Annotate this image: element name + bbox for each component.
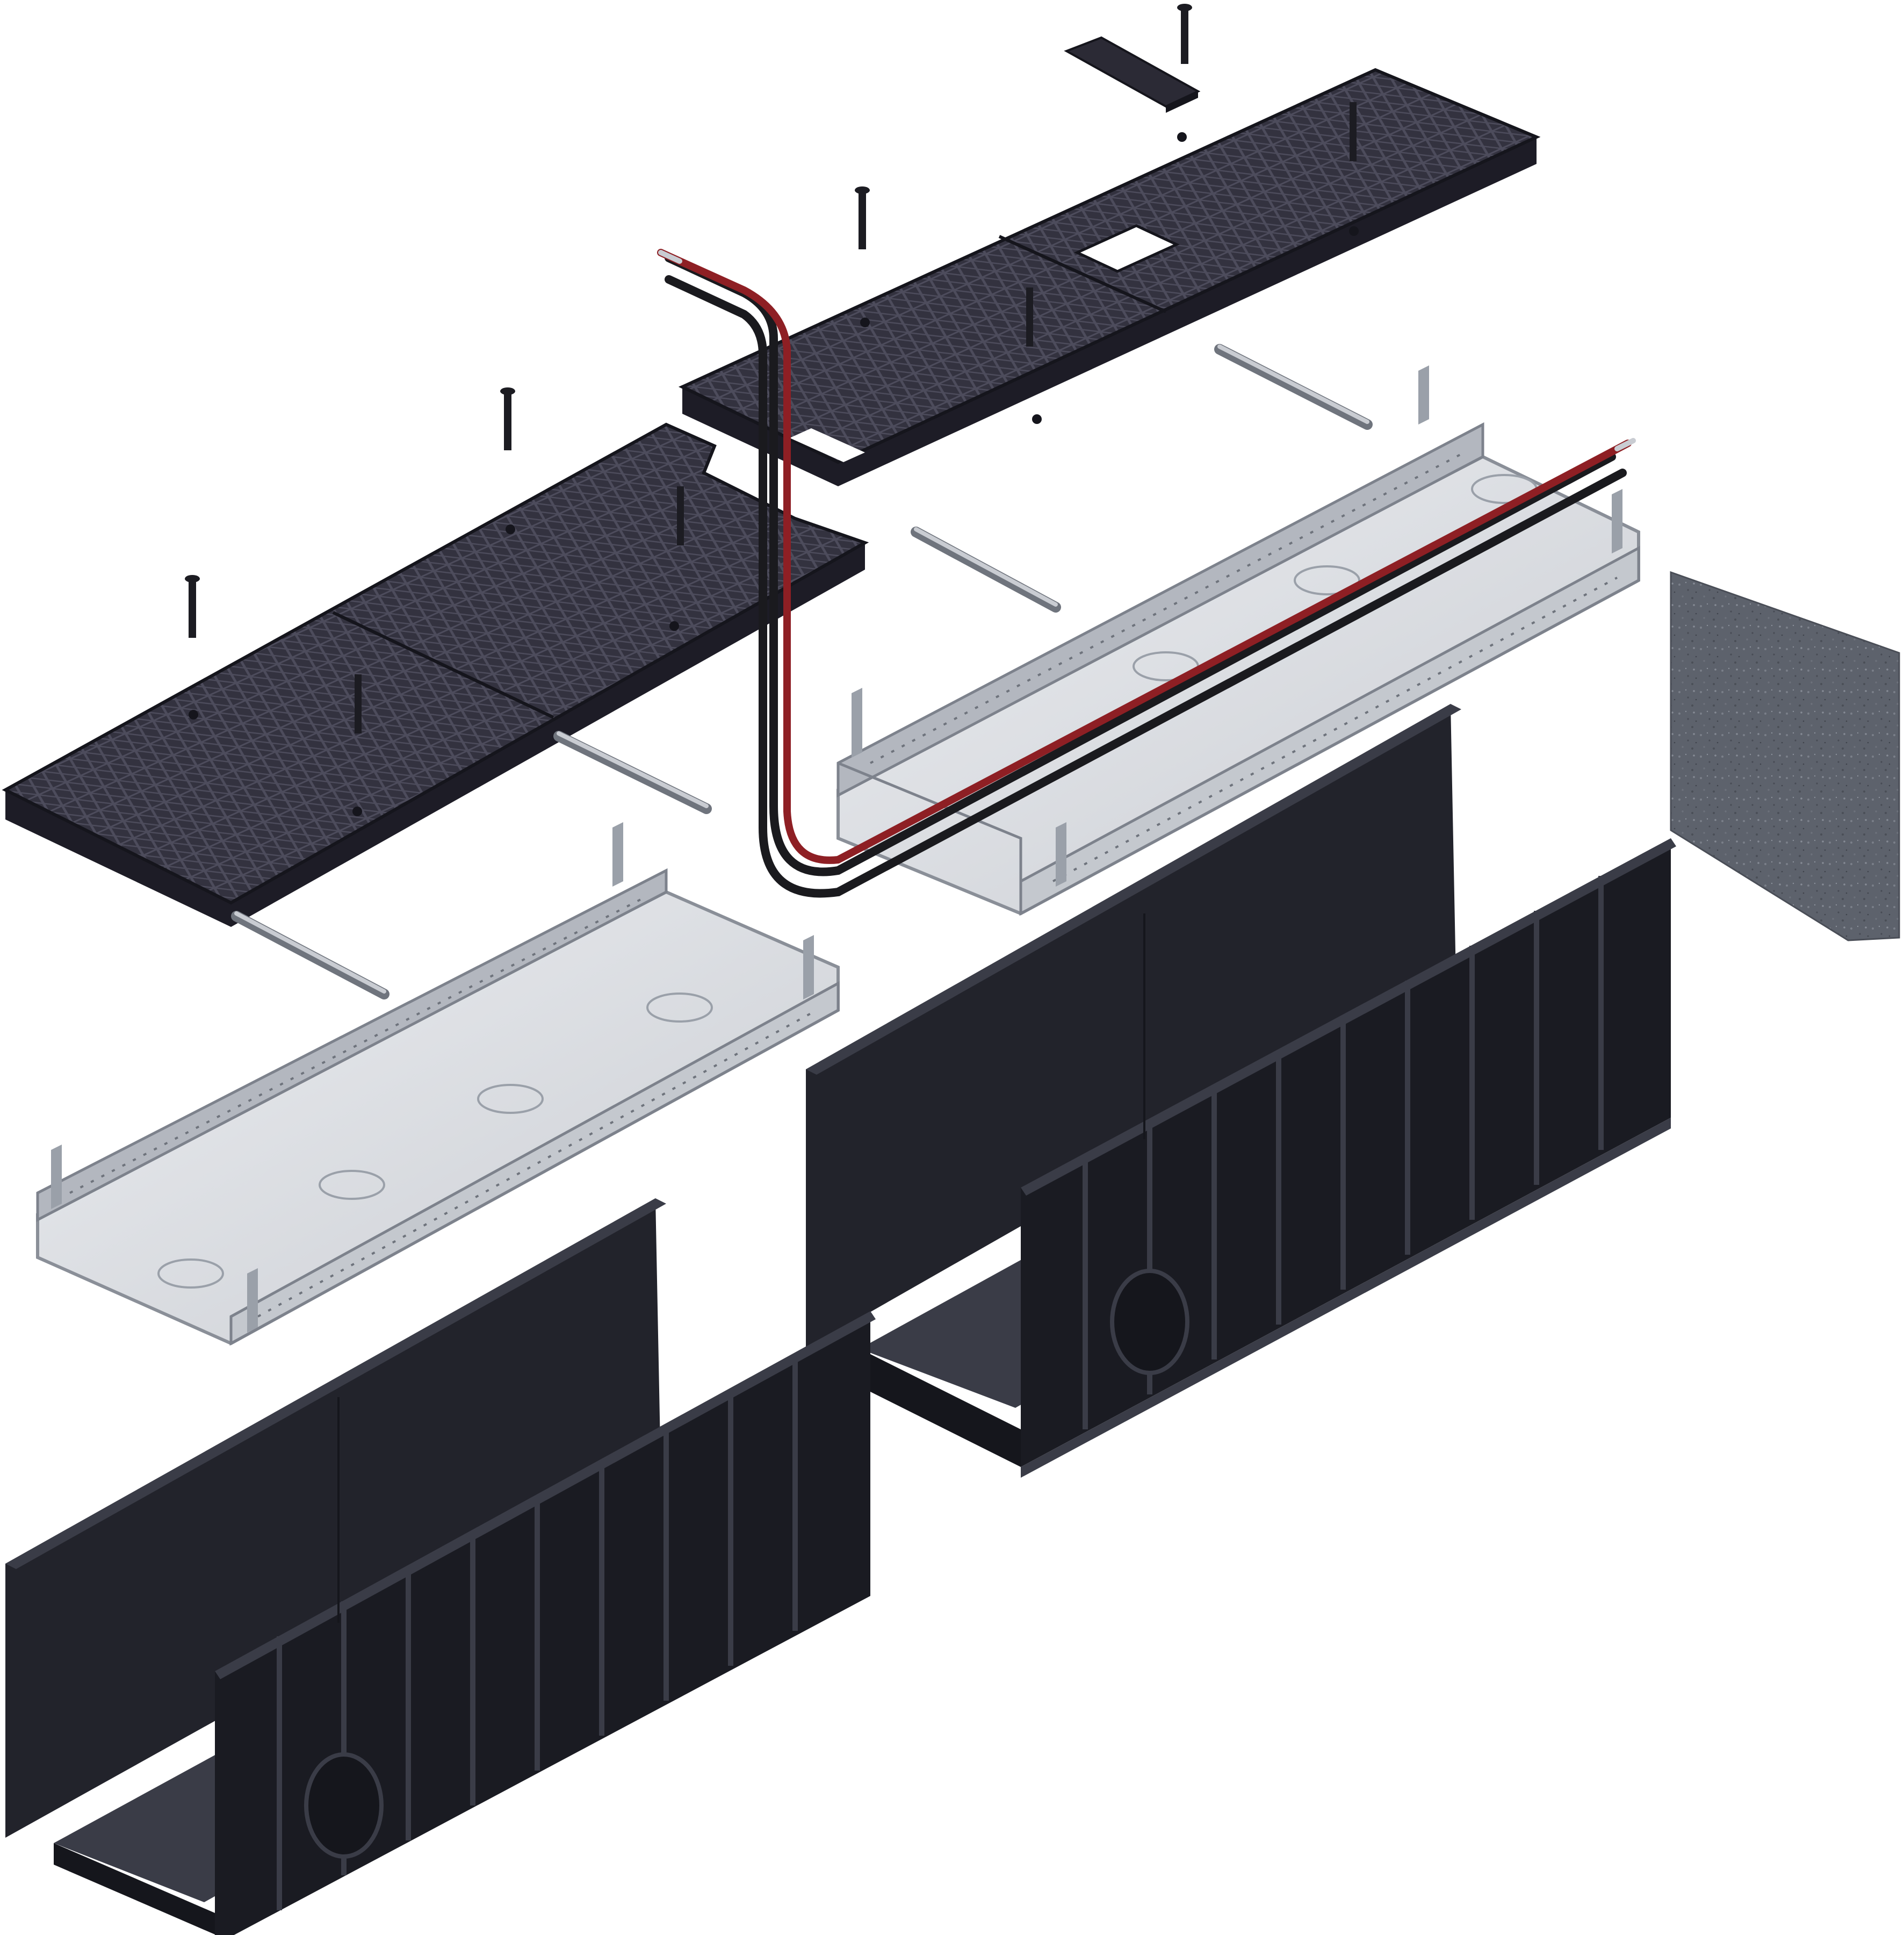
bolt-icon bbox=[677, 486, 684, 545]
slot-cover-plate bbox=[1064, 36, 1201, 108]
frame-left bbox=[36, 822, 840, 1346]
bolt-icon bbox=[1026, 287, 1033, 347]
channel-left bbox=[5, 1198, 876, 1935]
cable bbox=[657, 249, 1636, 898]
locking-bar-icon bbox=[911, 527, 1061, 613]
access-slot bbox=[1074, 224, 1180, 273]
bolts bbox=[185, 4, 1357, 733]
grate-right bbox=[678, 68, 1541, 486]
bolt-icon bbox=[185, 575, 200, 638]
channel-right bbox=[806, 704, 1676, 1478]
locking-bar-icon bbox=[1214, 344, 1373, 430]
bolt-icon bbox=[1177, 4, 1192, 64]
bolt-icon bbox=[500, 387, 515, 450]
locking-bar-icon bbox=[231, 911, 390, 999]
locking-bars bbox=[231, 344, 1373, 999]
grate-left bbox=[2, 422, 869, 927]
bolt-icon bbox=[1350, 102, 1357, 161]
bolt-icon bbox=[355, 674, 362, 733]
locking-bar-icon bbox=[553, 731, 712, 814]
end-plate bbox=[1670, 571, 1900, 941]
bolt-icon bbox=[855, 186, 870, 249]
